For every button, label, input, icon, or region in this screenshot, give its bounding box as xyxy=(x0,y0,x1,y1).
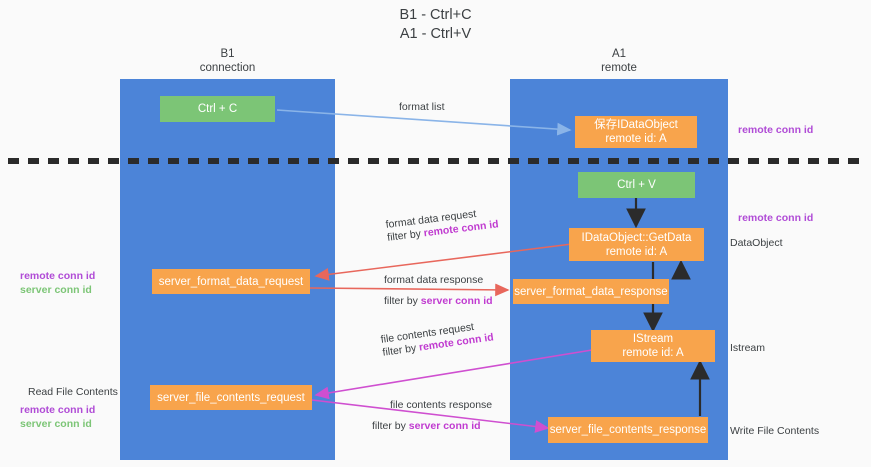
annotation-left-lower: Read File Contents xyxy=(28,385,118,399)
lane-b1-role: connection xyxy=(199,62,256,74)
edge-label-format-data-request: format data request filter by remote con… xyxy=(385,205,499,244)
annotation-dataobject: DataObject xyxy=(730,237,783,249)
edge-label-file-contents-request: file contents request filter by remote c… xyxy=(380,318,495,359)
lane-header-a1: A1 remote xyxy=(510,47,728,75)
node-idataobject-getdata[interactable]: IDataObject::GetData remote id: A xyxy=(569,228,704,261)
lane-b1-name: B1 xyxy=(220,48,235,60)
diagram-title: B1 - Ctrl+C A1 - Ctrl+V xyxy=(0,6,871,44)
node-fmt-req-label: server_format_data_request xyxy=(158,275,304,288)
title-line-2: A1 - Ctrl+V xyxy=(399,26,472,42)
node-save-dataobject-line2: remote id: A xyxy=(605,133,667,145)
node-file-resp-label: server_file_contents_response xyxy=(549,424,707,436)
edge-label-fmt-resp-key: server conn id xyxy=(420,295,493,307)
annotation-left-lower-keys: remote conn id server conn id xyxy=(20,403,95,431)
node-server-file-contents-request[interactable]: server_file_contents_request xyxy=(150,385,312,410)
edge-label-format-list: format list xyxy=(399,101,445,114)
node-ctrl-v[interactable]: Ctrl + V xyxy=(578,172,695,198)
node-getdata-line1: IDataObject::GetData xyxy=(581,231,692,244)
annotation-right-top-remote: remote conn id xyxy=(738,124,814,136)
node-getdata-line2: remote id: A xyxy=(605,245,668,258)
node-ctrl-v-line1: Ctrl + V xyxy=(617,179,656,191)
node-ctrl-c[interactable]: Ctrl + C xyxy=(160,96,275,122)
node-server-file-contents-response[interactable]: server_file_contents_response xyxy=(548,417,708,443)
lane-a1-name: A1 xyxy=(611,48,627,60)
node-istream[interactable]: IStream remote id: A xyxy=(591,330,715,362)
edge-label-fmt-resp-filter: filter by server conn id xyxy=(384,295,493,308)
node-save-dataobject[interactable]: 保存IDataObject remote id: A xyxy=(575,116,697,148)
annotation-istream: Istream xyxy=(730,342,766,354)
node-server-format-data-response[interactable]: server_format_data_response xyxy=(513,279,669,304)
edge-label-file-resp-line1: file contents response xyxy=(390,399,493,411)
lane-a1-role: remote xyxy=(601,62,637,74)
node-file-req-label: server_file_contents_request xyxy=(157,391,305,404)
edge-label-file-resp-prefix: filter by xyxy=(372,420,409,432)
node-istream-line2: remote id: A xyxy=(622,347,684,359)
edge-label-file-contents-response: file contents response filter by server … xyxy=(372,399,493,433)
edge-label-file-resp-filter: filter by server conn id xyxy=(372,420,492,433)
edge-label-format-data-response: format data response filter by server co… xyxy=(384,274,493,308)
edge-label-fmt-resp-prefix: filter by xyxy=(384,295,421,307)
edge-label-file-resp-key: server conn id xyxy=(408,420,481,432)
annotation-left-middle-server: server conn id xyxy=(20,284,92,296)
annotation-write-file-contents: Write File Contents xyxy=(730,425,820,437)
title-line-1: B1 - Ctrl+C xyxy=(399,7,472,23)
annotation-read-file-contents: Read File Contents xyxy=(28,386,118,398)
node-server-format-data-request[interactable]: server_format_data_request xyxy=(152,269,310,294)
node-istream-line1: IStream xyxy=(632,333,674,345)
node-fmt-resp-label: server_format_data_response xyxy=(514,285,668,298)
annotation-left-lower-server: server conn id xyxy=(20,418,92,430)
edge-label-format-list-text: format list xyxy=(399,101,445,113)
node-ctrl-c-line1: Ctrl + C xyxy=(197,103,238,115)
annotation-left-middle-remote: remote conn id xyxy=(20,270,96,282)
annotation-left-middle: remote conn id server conn id xyxy=(20,269,95,297)
node-save-dataobject-line1: 保存IDataObject xyxy=(594,119,678,131)
annotation-left-lower-remote: remote conn id xyxy=(20,404,96,416)
lane-header-b1: B1 connection xyxy=(120,47,335,75)
annotation-right-mid-remote: remote conn id xyxy=(738,212,814,224)
edge-label-fmt-resp-line1: format data response xyxy=(384,274,484,286)
